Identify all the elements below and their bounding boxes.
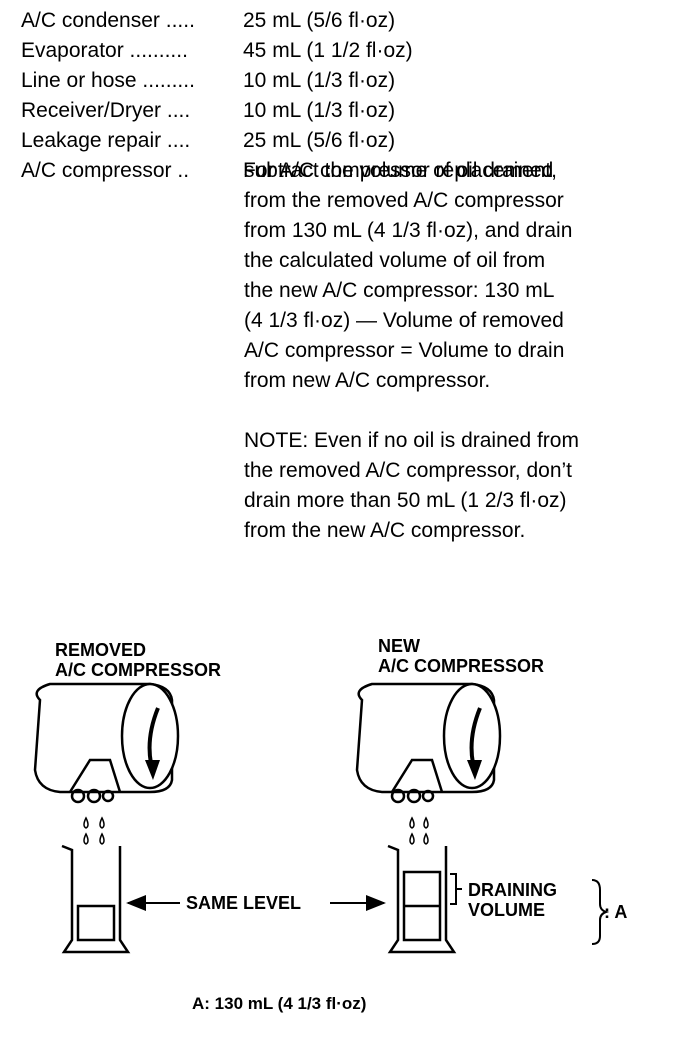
instruction-line: A/C compressor = Volume to drain [244,339,565,362]
spec-value: 45 mL (1 1/2 fl·oz) [243,39,413,62]
a-marker-label: : A [604,902,628,922]
same-level-label: SAME LEVEL [186,893,302,913]
spec-value: For A/C compressor replacement, [243,159,557,182]
spec-row-evaporator: Evaporator .......... 45 mL (1 1/2 fl·oz… [21,36,681,66]
rotation-arrow-icon [145,707,160,780]
spec-label: Line or hose ......... [21,69,195,92]
instruction-line: subtract the volume of oil drained [244,159,554,182]
draining-volume-bracket [450,873,610,945]
instruction-line: from 130 mL (4 1/3 fl·oz), and drain [244,219,573,242]
instruction-line: the new A/C compressor: 130 mL [244,279,555,302]
note-line: from the new A/C compressor. [244,519,526,542]
spec-row-leakage-repair: Leakage repair .... 25 mL (5/6 fl·oz) [21,126,681,156]
instruction-line: (4 1/3 fl·oz) — Volume of removed [244,309,564,332]
removed-measuring-cylinder [61,844,131,954]
spec-value: 25 mL (5/6 fl·oz) [243,9,396,32]
new-compressor-label: NEW A/C COMPRESSOR [378,636,545,676]
new-compressor-illustration [355,682,502,804]
spec-value: 10 mL (1/3 fl·oz) [243,99,396,122]
spec-row-receiver-dryer: Receiver/Dryer .... 10 mL (1/3 fl·oz) [21,96,681,126]
note-line: drain more than 50 mL (1 2/3 fl·oz) [244,489,567,512]
oil-capacity-table: A/C condenser ..... 25 mL (5/6 fl·oz) Ev… [21,6,681,186]
spec-row-line-hose: Line or hose ......... 10 mL (1/3 fl·oz) [21,66,681,96]
new-measuring-cylinder [387,844,457,954]
compressor-instructions: subtract the volume of oil drained from … [244,156,684,546]
rotation-arrow-icon [467,707,482,780]
removed-compressor-label: REMOVED A/C COMPRESSOR [55,640,222,680]
removed-compressor-illustration [33,682,180,804]
spec-label: A/C compressor .. [21,159,190,182]
instruction-line: from new A/C compressor. [244,369,491,392]
footnote-a: A: 130 mL (4 1/3 fl·oz) [192,994,367,1013]
spec-value: 10 mL (1/3 fl·oz) [243,69,396,92]
spec-label: Receiver/Dryer .... [21,99,191,122]
spec-row-condenser: A/C condenser ..... 25 mL (5/6 fl·oz) [21,6,681,36]
note-line: the removed A/C compressor, don’t [244,459,572,482]
spec-value: 25 mL (5/6 fl·oz) [243,129,396,152]
instruction-line: from the removed A/C compressor [244,189,564,212]
spec-row-compressor: A/C compressor .. For A/C compressor rep… [21,156,681,186]
spec-label: Evaporator .......... [21,39,188,62]
draining-volume-label: DRAINING VOLUME [468,880,557,920]
spec-label: A/C condenser ..... [21,9,195,32]
instruction-line: the calculated volume of oil from [244,249,546,272]
note-line: NOTE: Even if no oil is drained from [244,429,579,452]
spec-label: Leakage repair .... [21,129,191,152]
